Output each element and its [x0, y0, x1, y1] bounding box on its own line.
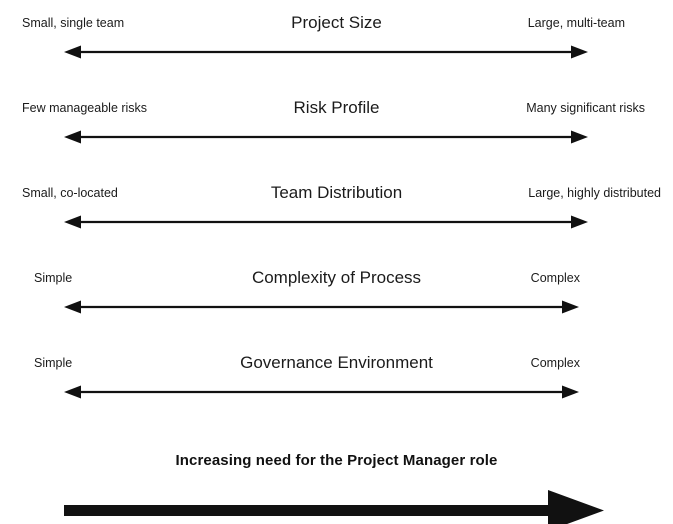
row-left-label: Simple: [34, 356, 73, 370]
spectrum-row-governance-environment: Simple Governance Environment Complex: [0, 353, 673, 426]
row-right-label: Large, highly distributed: [528, 186, 661, 200]
row-left-label: Few manageable risks: [22, 101, 148, 115]
double-headed-arrow-icon: [0, 40, 673, 64]
row-title: Project Size: [291, 13, 382, 32]
row-right-label: Many significant risks: [526, 101, 645, 115]
double-headed-arrow-icon: [0, 125, 673, 149]
spectrum-row-project-size: Small, single team Project Size: [0, 13, 673, 86]
row-right-label: Complex: [530, 271, 580, 285]
double-headed-arrow-icon: [0, 380, 673, 404]
spectrum-row-complexity-of-process: Simple Complexity of Process Complex: [0, 268, 673, 341]
row-title: Risk Profile: [293, 98, 380, 117]
increasing-need-banner: Increasing need for the Project Manager …: [0, 440, 673, 524]
banner-caption: Increasing need for the Project Manager …: [175, 452, 498, 469]
row-title: Complexity of Process: [251, 268, 422, 287]
row-right-label: Complex: [530, 356, 580, 370]
double-headed-arrow-icon: [0, 295, 673, 319]
row-title: Team Distribution: [270, 183, 403, 202]
row-left-label: Small, co-located: [22, 186, 118, 200]
spectrum-row-team-distribution: Small, co-located Team Distribution: [0, 183, 673, 256]
row-left-label: Simple: [34, 271, 73, 285]
row-title: Governance Environment: [240, 353, 433, 372]
double-headed-arrow-icon: [0, 210, 673, 234]
thick-right-arrow-icon: [0, 462, 673, 524]
row-left-label: Small, single team: [22, 16, 125, 30]
row-right-label: Large, multi-team: [527, 16, 625, 30]
spectrum-row-risk-profile: Few manageable risks Risk Profile: [0, 98, 673, 171]
